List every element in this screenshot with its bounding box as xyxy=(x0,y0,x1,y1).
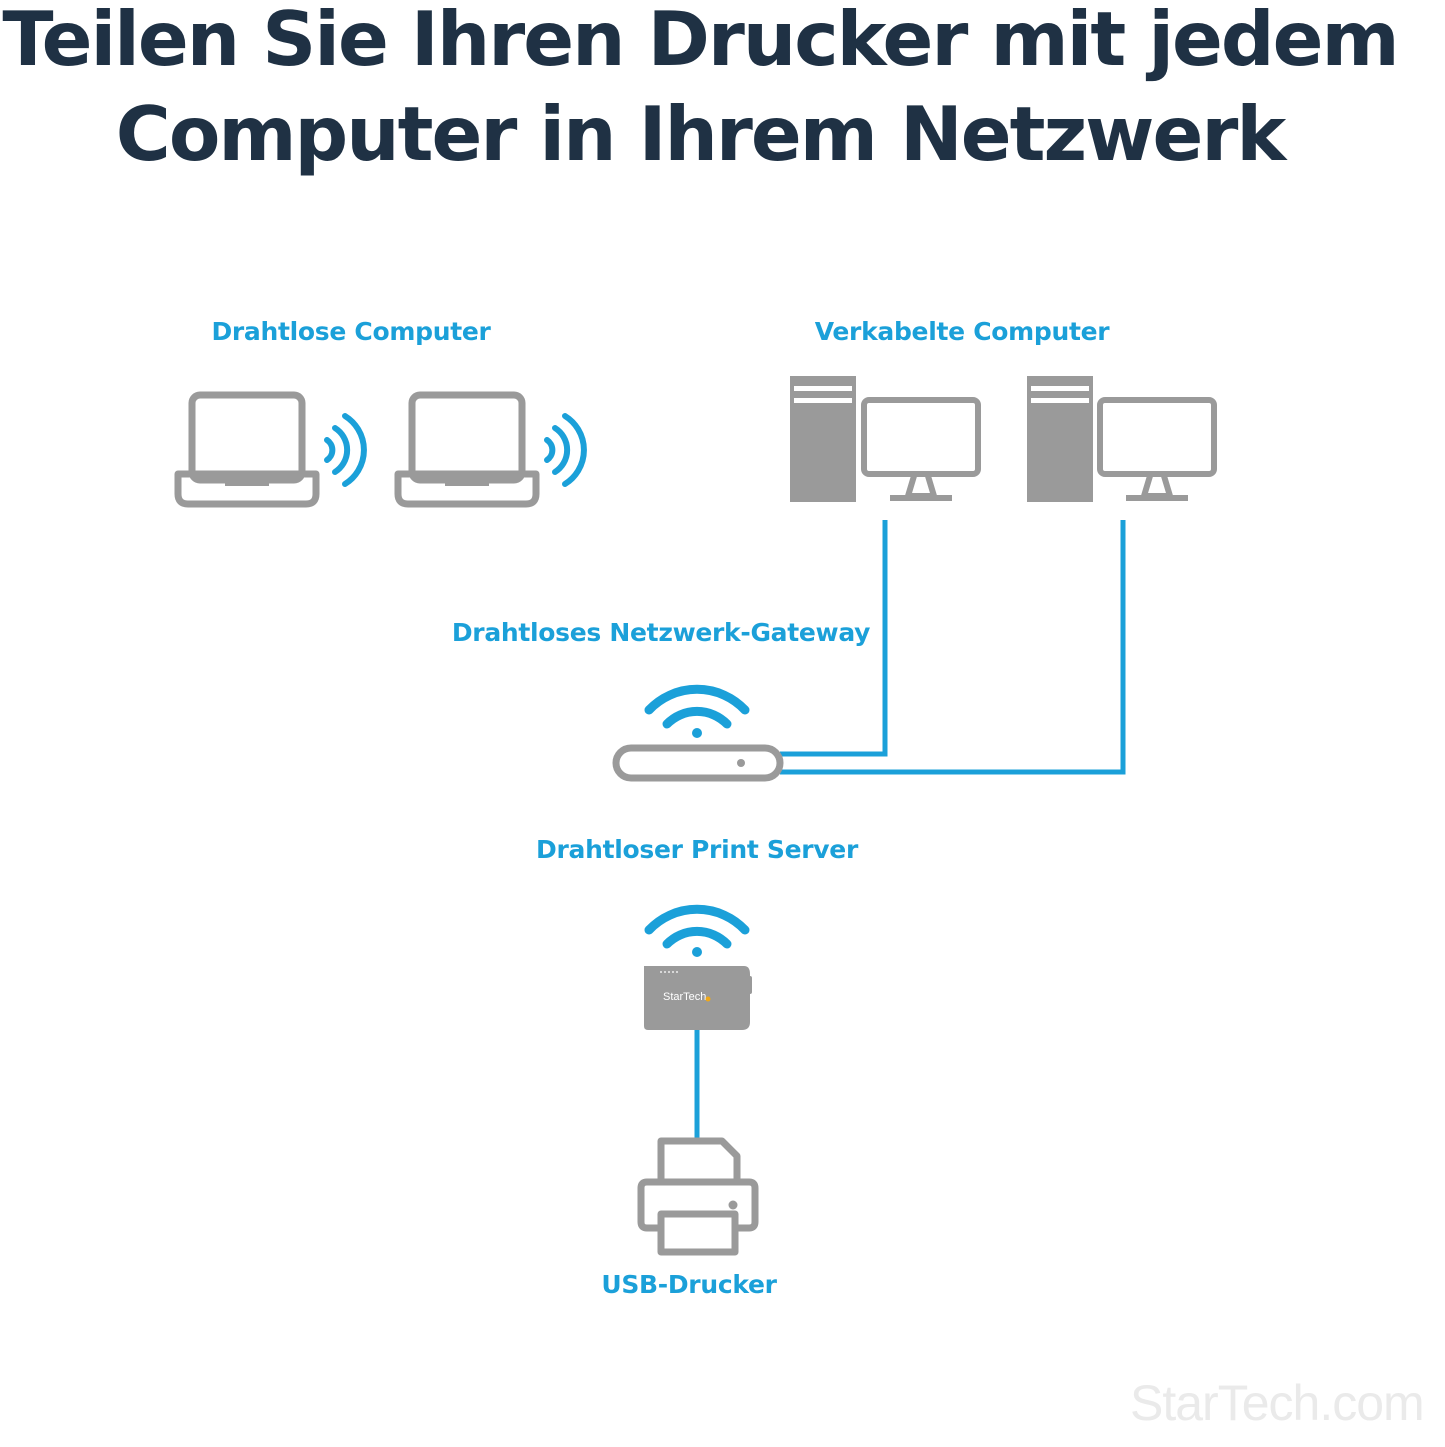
wired-link-2 xyxy=(780,520,1126,775)
wifi-signal-icon xyxy=(324,413,367,487)
printer-icon xyxy=(637,1137,759,1256)
laptop-icon xyxy=(174,391,320,508)
label-print-server: Drahtloser Print Server xyxy=(536,835,858,864)
headline-line-1: Teilen Sie Ihren Drucker mit jedem xyxy=(2,0,1399,83)
wifi-icon xyxy=(644,904,750,957)
wired-link-1 xyxy=(780,520,888,757)
desktop-tower-icon xyxy=(790,376,856,502)
connection-lines xyxy=(694,520,1126,1140)
headline-line-2: Computer in Ihrem Netzwerk xyxy=(115,90,1286,178)
laptop-icon xyxy=(394,391,540,508)
label-wireless-computers: Drahtlose Computer xyxy=(211,317,491,346)
printer-indicator xyxy=(728,1200,738,1210)
print-server-brand: StarTech xyxy=(663,991,706,1003)
watermark-logo: StarTech.com xyxy=(1130,1375,1425,1431)
label-gateway: Drahtloses Netzwerk-Gateway xyxy=(451,618,871,647)
desktop-tower-icon xyxy=(1027,376,1093,502)
label-usb-printer: USB-Drucker xyxy=(601,1270,777,1299)
router-icon xyxy=(612,744,784,782)
label-wired-computers: Verkabelte Computer xyxy=(814,317,1110,346)
print-server-icon: StarTech xyxy=(644,966,752,1030)
monitor-icon xyxy=(861,397,981,501)
wifi-signal-icon xyxy=(544,413,587,487)
monitor-icon xyxy=(1097,397,1217,501)
wifi-icon xyxy=(644,684,750,738)
